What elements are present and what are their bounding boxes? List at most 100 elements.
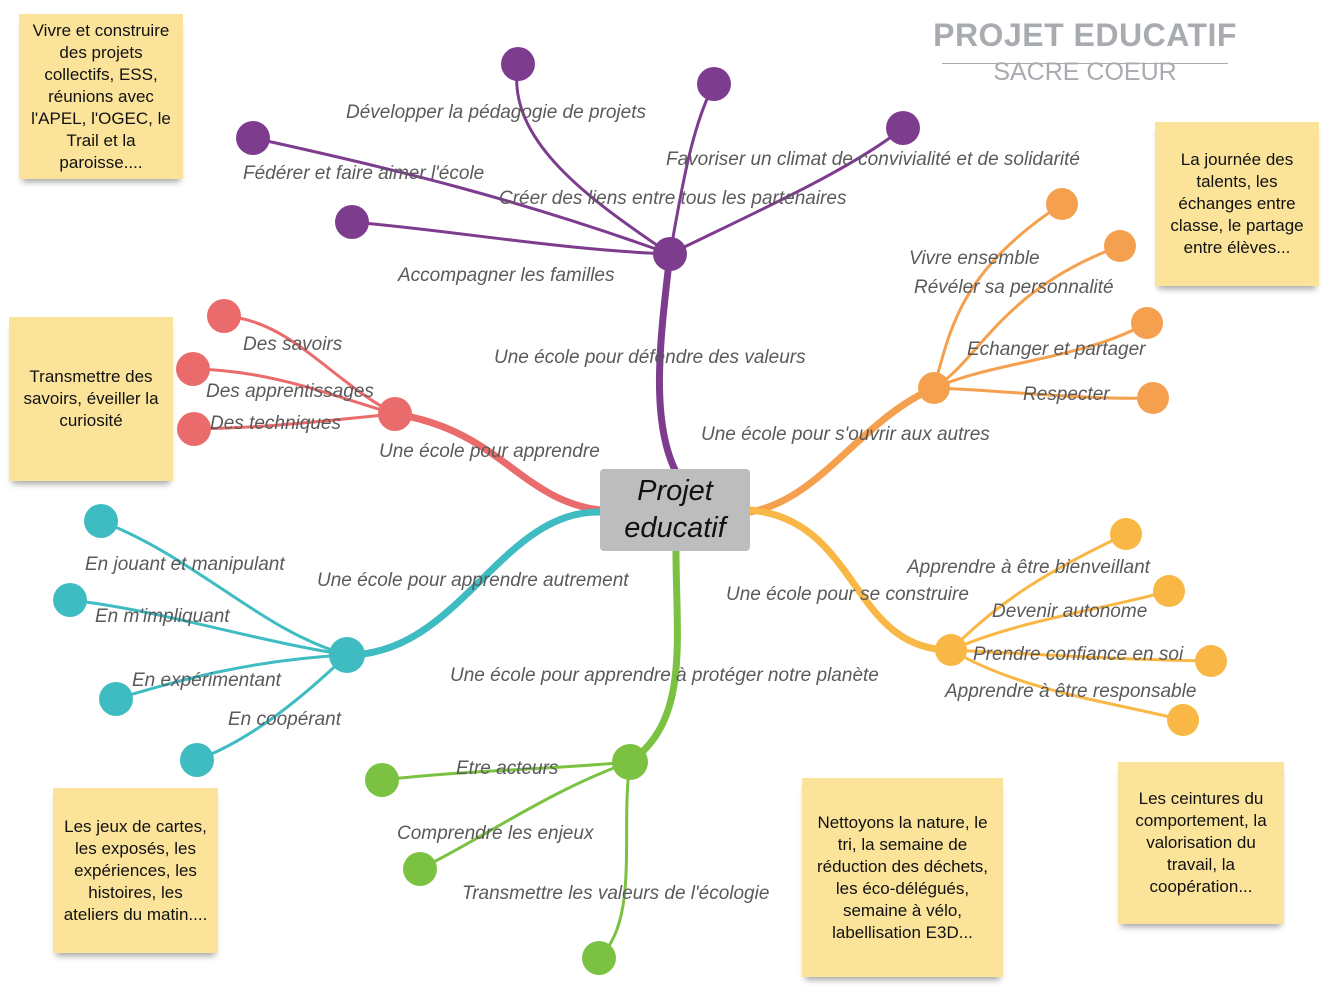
connector-apprentissages bbox=[191, 367, 397, 416]
node-convivialite bbox=[697, 67, 731, 101]
note-bottom-left: Les jeux de cartes, les exposés, les exp… bbox=[53, 788, 218, 953]
label-jouant: En jouant et manipulant bbox=[85, 554, 285, 575]
connector-reveler bbox=[932, 244, 1122, 390]
label-ouvrir: Une école pour s'ouvrir aux autres bbox=[701, 424, 990, 445]
node-vivre bbox=[1046, 188, 1078, 220]
label-liens: Créer des liens entre tous les partenair… bbox=[499, 188, 847, 209]
connector-ecologie bbox=[597, 760, 632, 960]
page-subtitle: SACRE COEUR bbox=[993, 58, 1177, 86]
note-bottom-right: Les ceintures du comportement, la valori… bbox=[1118, 762, 1284, 924]
connector-experimentant bbox=[114, 653, 349, 701]
node-valeurs-hub bbox=[653, 237, 687, 271]
node-techniques bbox=[177, 412, 211, 446]
connector-vivre bbox=[932, 202, 1064, 390]
label-autrement: Une école pour apprendre autrement bbox=[317, 570, 629, 591]
note-mid-left: Transmettre des savoirs, éveiller la cur… bbox=[9, 317, 173, 481]
node-familles bbox=[335, 205, 369, 239]
connector-center-planete bbox=[626, 547, 681, 766]
node-federer bbox=[236, 121, 270, 155]
branch-apprendre bbox=[191, 314, 604, 514]
note-bottom-center: Nettoyons la nature, le tri, la semaine … bbox=[802, 778, 1003, 977]
connector-familles bbox=[350, 220, 672, 256]
connector-center-apprendre bbox=[391, 410, 604, 514]
connector-respecter bbox=[932, 386, 1155, 400]
note-top-right: La journée des talents, les échanges ent… bbox=[1155, 122, 1319, 286]
node-bienveillant bbox=[1110, 518, 1142, 550]
branch-construire bbox=[746, 506, 1213, 722]
label-responsable: Apprendre à être responsable bbox=[944, 681, 1196, 702]
node-echanger bbox=[1131, 307, 1163, 339]
center-node: Projet educatif bbox=[600, 469, 750, 551]
connector-jouant bbox=[99, 519, 349, 657]
label-enjeux: Comprendre les enjeux bbox=[397, 823, 595, 844]
node-responsable bbox=[1167, 704, 1199, 736]
label-experimentant: En expérimentant bbox=[132, 670, 282, 691]
label-bienveillant: Apprendre à être bienveillant bbox=[906, 557, 1151, 578]
connector-cooperant bbox=[195, 653, 349, 762]
node-apprendre-hub bbox=[378, 397, 412, 431]
node-experimentant bbox=[99, 682, 133, 716]
page-title: PROJET EDUCATIF bbox=[933, 17, 1237, 53]
labels-ouvrir: Une école pour s'ouvrir aux autres Vivre… bbox=[701, 248, 1146, 445]
connector-autonome bbox=[949, 589, 1171, 652]
connector-enjeux bbox=[418, 760, 632, 871]
node-acteurs bbox=[365, 763, 399, 797]
node-cooperant bbox=[180, 743, 214, 777]
node-construire-hub bbox=[935, 634, 967, 666]
label-autonome: Devenir autonome bbox=[992, 601, 1147, 622]
label-pedagogie: Développer la pédagogie de projets bbox=[346, 102, 646, 123]
connector-bienveillant bbox=[949, 532, 1128, 652]
label-planete: Une école pour apprendre à protéger notr… bbox=[450, 665, 879, 686]
node-confiance bbox=[1195, 645, 1227, 677]
label-construire: Une école pour se construire bbox=[726, 584, 969, 605]
node-ecologie bbox=[582, 941, 616, 975]
connector-techniques bbox=[192, 412, 397, 431]
connector-echanger bbox=[932, 321, 1149, 390]
label-valeurs: Une école pour défendre des valeurs bbox=[494, 347, 806, 368]
label-reveler: Révéler sa personnalité bbox=[914, 277, 1114, 298]
node-impliquant bbox=[53, 583, 87, 617]
label-confiance: Prendre confiance en soi bbox=[973, 644, 1184, 665]
title-divider bbox=[942, 63, 1228, 64]
node-apprentissages bbox=[176, 352, 210, 386]
labels-planete: Une école pour apprendre à protéger notr… bbox=[397, 665, 879, 904]
connector-center-construire bbox=[746, 506, 955, 654]
connector-pedagogie bbox=[515, 62, 672, 256]
label-apprendre: Une école pour apprendre bbox=[379, 441, 600, 462]
label-techniques: Des techniques bbox=[210, 413, 341, 434]
note-top-left: Vivre et construire des projets collecti… bbox=[19, 14, 183, 179]
branch-ouvrir bbox=[746, 202, 1155, 516]
node-ouvrir-hub bbox=[918, 372, 950, 404]
label-familles: Accompagner les familles bbox=[397, 265, 615, 286]
node-planete-hub bbox=[612, 744, 648, 780]
connector-center-valeurs bbox=[656, 250, 680, 476]
connector-acteurs bbox=[380, 760, 632, 782]
label-respecter: Respecter bbox=[1023, 384, 1110, 405]
connector-confiance bbox=[949, 648, 1213, 663]
connector-impliquant bbox=[68, 598, 349, 657]
connector-savoirs bbox=[222, 314, 397, 416]
connector-convivialite bbox=[668, 82, 716, 256]
label-savoirs: Des savoirs bbox=[243, 334, 343, 355]
node-autonome bbox=[1153, 575, 1185, 607]
node-respecter bbox=[1137, 382, 1169, 414]
label-federer: Fédérer et faire aimer l'école bbox=[243, 163, 484, 184]
node-autrement-hub bbox=[329, 637, 365, 673]
label-apprentissages: Des apprentissages bbox=[206, 381, 374, 402]
node-savoirs bbox=[207, 299, 241, 333]
connector-responsable bbox=[949, 648, 1185, 722]
label-convivialite: Favoriser un climat de convivialité et d… bbox=[666, 149, 1080, 170]
label-impliquant: En m'impliquant bbox=[95, 606, 230, 627]
label-vivre: Vivre ensemble bbox=[909, 248, 1040, 269]
label-acteurs: Etre acteurs bbox=[456, 758, 559, 779]
node-liens bbox=[886, 111, 920, 145]
branch-planete bbox=[380, 547, 681, 960]
node-enjeux bbox=[403, 852, 437, 886]
labels-apprendre: Une école pour apprendre Des savoirs Des… bbox=[206, 334, 600, 462]
labels-autrement: Une école pour apprendre autrement En jo… bbox=[85, 554, 629, 730]
branch-autrement bbox=[68, 508, 604, 762]
connector-federer bbox=[251, 136, 672, 256]
node-pedagogie bbox=[501, 47, 535, 81]
label-cooperant: En coopérant bbox=[228, 709, 342, 730]
